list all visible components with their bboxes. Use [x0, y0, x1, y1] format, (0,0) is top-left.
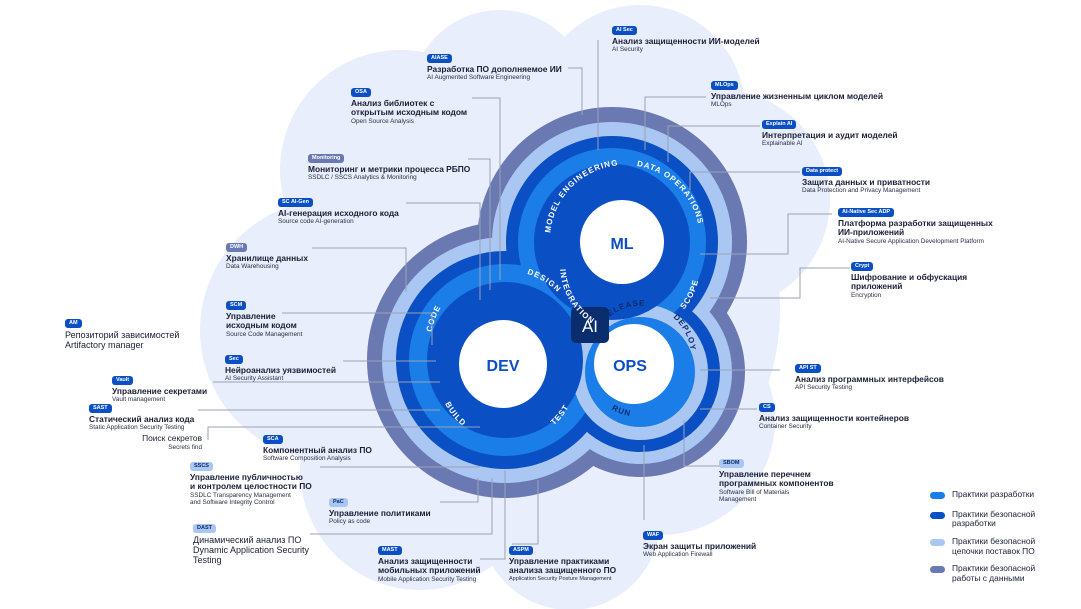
label-sast: SAST Статический анализ кода Static Appl…: [89, 404, 195, 432]
label-dast: DAST Динамический анализ ПО Dynamic Appl…: [193, 524, 310, 566]
label-sca: SCA Компонентный анализ ПО Software Comp…: [263, 435, 372, 463]
legend-swatch: [930, 566, 945, 574]
label-secrets-find: Поиск секретов Secrets find: [142, 433, 202, 451]
label-explain-ai: Explain AI Интерпретация и аудит моделей…: [762, 120, 898, 148]
label-sc-ai-gen: SC AI-Gen AI-генерация исходного кода So…: [278, 198, 399, 226]
label-ai-sec-assistant: Sec Нейроанализ уязвимостей AI Security …: [225, 355, 336, 383]
label-pac: PaC Управление политиками Policy as code: [329, 498, 431, 526]
label-monitoring: Monitoring Мониторинг и метрики процесса…: [308, 154, 471, 182]
label-sbom: SBOM Управление перечнем программных ком…: [719, 459, 834, 504]
label-aspm: ASPM Управление практиками анализа защищ…: [509, 546, 617, 582]
label-waf: WAF Экран защиты приложений Web Applicat…: [643, 531, 757, 559]
ml-core: [580, 200, 664, 284]
badge-ai-sec: AI Sec: [612, 26, 637, 35]
label-mast: MAST Анализ защищенности мобильных прило…: [378, 546, 481, 583]
ops-hub-label: OPS: [613, 358, 647, 375]
dev-hub-label: DEV: [487, 358, 520, 375]
label-mlops: MLOps Управление жизненным циклом моделе…: [711, 81, 883, 109]
legend-item-dev: Практики разработки: [930, 489, 1070, 500]
dev-core: [459, 320, 547, 408]
ai-hub-box: [571, 307, 609, 343]
label-data-protect: Data protect Защита данных и приватности…: [802, 167, 931, 195]
label-artifactory: AM Репозиторий зависимостей Artifactory …: [65, 319, 180, 350]
label-api-st: API ST Анализ программных интерфейсов AP…: [795, 364, 944, 392]
ai-hub-label: AI: [582, 317, 598, 336]
label-dwh: DWH Хранилище данных Data Warehousing: [226, 243, 308, 271]
connector-lines: [198, 40, 850, 560]
label-vault: Vault Управление секретами Vault managem…: [112, 376, 208, 404]
label-scm: SCM Управление исходным кодом Source Cod…: [226, 301, 303, 338]
ops-core: [594, 324, 674, 404]
label-cs: CS Анализ защищенности контейнеров Conta…: [759, 403, 909, 431]
label-crypt: Crypt Шифрование и обфускация приложений…: [851, 262, 968, 299]
legend-swatch: [930, 511, 945, 519]
ml-hub-label: ML: [610, 236, 633, 253]
legend-swatch: [930, 492, 945, 499]
legend-swatch: [930, 538, 945, 546]
label-ai-security: AI Sec Анализ защищенности ИИ-моделей AI…: [612, 26, 760, 54]
label-osa: OSA Анализ библиотек с открытым исходным…: [351, 88, 468, 125]
label-ssdlc-transparency: SSCS Управление публичностью и контролем…: [190, 462, 312, 507]
label-ai-native-adp: AI-Native Sec ADP Платформа разработки з…: [838, 208, 993, 245]
label-aiase: AIASE Разработка ПО дополняемое ИИ AI Au…: [427, 54, 562, 82]
